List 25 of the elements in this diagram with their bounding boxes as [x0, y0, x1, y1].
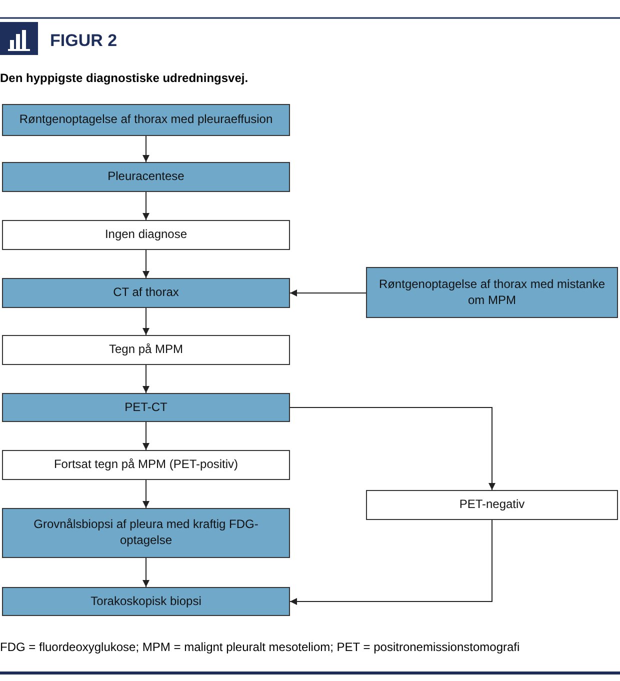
arrow — [290, 290, 366, 296]
arrow — [290, 407, 496, 490]
arrow — [142, 308, 150, 336]
arrow — [290, 520, 492, 605]
arrow — [142, 136, 150, 162]
process-box: Fortsat tegn på MPM (PET-positiv) — [2, 450, 290, 480]
subtitle: Den hyppigste diagnostiske udredningsvej. — [0, 71, 248, 85]
arrow — [142, 192, 150, 220]
process-box: Røntgenoptagelse af thorax med pleuraeffusion — [2, 104, 290, 136]
process-box: Pleuracentese — [2, 162, 290, 192]
process-box: Grovnålsbiopsi af pleura med kraftig FDG-optagelse — [2, 508, 290, 558]
process-box: Røntgenoptagelse af thorax med mistanke om MPM — [366, 267, 618, 318]
arrow — [142, 558, 150, 588]
process-box: Ingen diagnose — [2, 220, 290, 250]
arrow — [142, 422, 150, 450]
arrow — [142, 364, 150, 394]
process-box: Tegn på MPM — [2, 335, 290, 365]
process-box: PET-CT — [2, 393, 290, 422]
figure-title: FIGUR 2 — [50, 31, 118, 51]
process-box: CT af thorax — [2, 278, 290, 308]
footnote: FDG = fluordeoxyglukose; MPM = malignt pleuralt mesoteliom; PET = positronemissionstomografi — [0, 640, 520, 654]
arrow — [142, 250, 150, 278]
process-box: Torakoskopisk biopsi — [2, 587, 290, 616]
process-box: PET-negativ — [366, 490, 618, 520]
arrow — [142, 480, 150, 508]
